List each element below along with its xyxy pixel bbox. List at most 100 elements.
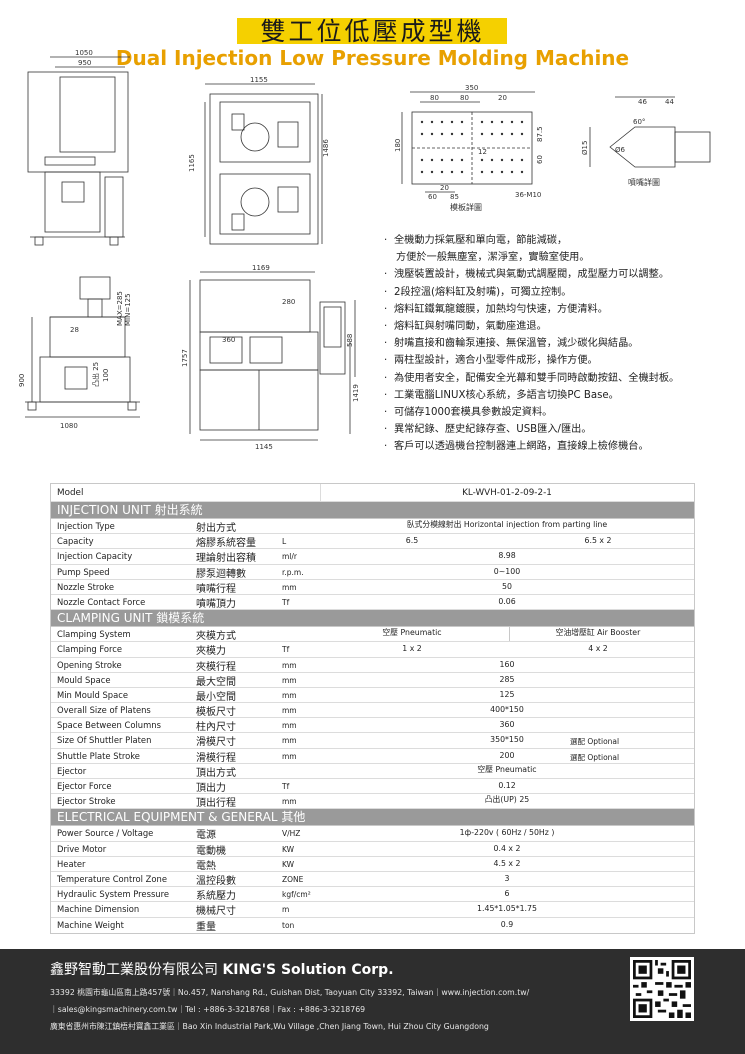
dim-80a: 80 xyxy=(430,94,439,102)
address-taiwan: 33392 桃園市龜山區南上路457號｜No.457, Nanshang Rd.… xyxy=(50,988,530,997)
table-row: Size Of Shuttler Platen 滑模尺寸 mm 350*150 … xyxy=(51,733,694,749)
table-row: Overall Size of Platens 模板尺寸 mm 400*150 xyxy=(51,703,694,719)
title-chinese: 雙工位低壓成型機 xyxy=(260,17,485,46)
table-row: Heater 電熱 KW 4.5 x 2 xyxy=(51,857,694,872)
dim-360: 360 xyxy=(222,336,235,344)
model-label: Model xyxy=(57,488,84,498)
feature-item: ·洩壓裝置設計，機械式與氣動式調壓閥，成型壓力可以調整。 xyxy=(384,269,670,281)
dim-60b: 60 xyxy=(428,193,437,201)
dim-min-125: MIN=125 xyxy=(124,293,132,326)
table-row: Temperature Control Zone 溫控段數 ZONE 3 xyxy=(51,872,694,888)
model-row: Model KL-WVH-01-2-09-2-1 xyxy=(51,484,694,502)
dim-phi15: Ø15 xyxy=(581,141,589,155)
dim-280: 280 xyxy=(282,298,295,306)
table-row: Opening Stroke 夾模行程 mm 160 xyxy=(51,658,694,673)
header: 雙工位低壓成型機 Dual Injection Low Pressure Mol… xyxy=(0,0,745,78)
feature-item: ·射嘴直接和齒輪泵連接、無保溫管，減少碳化與結晶。 xyxy=(384,338,639,350)
model-value: KL-WVH-01-2-09-2-1 xyxy=(462,488,552,498)
nozzle-detail-drawing xyxy=(589,96,711,168)
dim-1486: 1486 xyxy=(322,139,330,157)
dim-100: 100 xyxy=(102,369,110,382)
dim-44: 44 xyxy=(665,98,674,106)
dim-20b: 20 xyxy=(440,184,449,192)
feature-item: ·可儲存1000套模具參數設定資料。 xyxy=(384,407,553,419)
electrical-general-header: ELECTRICAL EQUIPMENT & GENERAL 其他 xyxy=(51,809,694,827)
table-row: Machine Weight 重量 ton 0.9 xyxy=(57,919,514,933)
injection-unit-header: INJECTION UNIT 射出系統 xyxy=(51,502,694,519)
feature-item: ·為使用者安全，配備安全光幕和雙手同時啟動按鈕、全機封板。 xyxy=(384,372,680,384)
dim-max-285: MAX=285 xyxy=(116,291,124,326)
dim-1169: 1169 xyxy=(252,264,270,272)
dim-bump-25: 凸出 25 xyxy=(91,362,100,387)
contact-line: ｜sales@kingsmachinery.com.tw｜Tel : +886-… xyxy=(50,1005,366,1014)
drawings-svg: 1050 950 1155 1165 1486 350 80 80 20 180… xyxy=(18,49,711,451)
table-row: Drive Motor 電動機 KW 0.4 x 2 xyxy=(51,842,694,857)
dim-1757: 1757 xyxy=(181,349,189,367)
dim-87-5: 87.5 xyxy=(536,126,544,142)
dim-phi6: Ø6 xyxy=(615,146,626,154)
dim-80b: 80 xyxy=(460,94,469,102)
dim-1080: 1080 xyxy=(60,422,78,430)
qr-code-icon xyxy=(630,957,694,1021)
dim-180: 180 xyxy=(394,139,402,152)
clamp-side-view-drawing xyxy=(25,276,140,418)
dim-36-m10: 36-M10 xyxy=(515,191,541,199)
feature-item: ·客戶可以透過機台控制器連上網路，直接線上檢修機台。 xyxy=(384,441,649,453)
dim-1165: 1165 xyxy=(188,154,196,172)
table-row: Clamping Force 夾模力 Tf 1 x 2 4 x 2 xyxy=(51,642,694,658)
dim-1419: 1419 xyxy=(352,384,360,402)
top-view-drawing xyxy=(204,83,323,245)
feature-item: ·工業電腦LINUX核心系統，多語言切換PC Base。 xyxy=(384,389,619,401)
table-row: Min Mould Space 最小空間 mm 125 xyxy=(51,688,694,704)
spec-table: Model KL-WVH-01-2-09-2-1 INJECTION UNIT … xyxy=(50,483,695,934)
technical-drawings: 1050 950 1155 1165 1486 350 80 80 20 180… xyxy=(10,42,740,452)
table-row: Hydraulic System Pressure 系統壓力 kgf/cm² 6 xyxy=(51,887,694,903)
company-name: 鑫野智動工業股份有限公司 KING'S Solution Corp. xyxy=(50,962,394,978)
dim-350: 350 xyxy=(465,84,478,92)
table-row: Mould Space 最大空間 mm 285 xyxy=(51,673,694,688)
table-row: Nozzle Contact Force 噴嘴頂力 Tf 0.06 xyxy=(51,595,694,611)
feature-item: ·熔料缸與射嘴同動，氣動座進退。 xyxy=(384,321,547,333)
dim-12: 12 xyxy=(478,148,487,156)
table-row: Nozzle Stroke 噴嘴行程 mm 50 xyxy=(51,580,694,595)
dim-60-degree: 60° xyxy=(633,118,645,126)
table-row: Machine Dimension 機械尺寸 m 1.45*1.05*1.75 xyxy=(51,902,694,918)
table-row: Injection Type 射出方式 臥式分模線射出 Horizontal i… xyxy=(51,519,694,535)
dim-20a: 20 xyxy=(498,94,507,102)
table-row: Shuttle Plate Stroke 滑模行程 mm 200 選配 Opti… xyxy=(51,749,694,764)
table-row: Power Source / Voltage 電源 V/HZ 1ф-220v (… xyxy=(51,826,694,842)
table-row: Ejector 頂出方式 空壓 Pneumatic xyxy=(51,764,694,779)
address-guangdong: 廣東省惠州市陳江鎮梧村寶鑫工業區｜Bao Xin Industrial Park… xyxy=(50,1022,489,1031)
dim-1145: 1145 xyxy=(255,443,273,451)
title-highlight-bar xyxy=(237,18,507,44)
feature-item: ·異常紀錄、歷史紀錄存查、USB匯入/匯出。 xyxy=(384,424,592,436)
mold-plate-drawing xyxy=(401,91,535,193)
dim-46: 46 xyxy=(638,98,647,106)
feature-item: ·全機動力採氣壓和單向電，節能減碳， xyxy=(384,235,568,246)
feature-item: 方便於一般無塵室，潔淨室，實驗室使用。 xyxy=(396,252,590,264)
dim-28: 28 xyxy=(70,326,79,334)
dim-900: 900 xyxy=(18,374,26,387)
dim-588: 588 xyxy=(346,334,354,347)
plate-holes xyxy=(420,120,524,174)
feature-item: ·兩柱型設計，適合小型零件成形，操作方便。 xyxy=(384,355,598,367)
table-row: Ejector Stroke 頂出行程 mm 凸出(UP) 25 xyxy=(51,794,694,810)
feature-item: ·熔料缸鐵氟龍鍍膜，加熱均勻快速，方便清料。 xyxy=(384,303,608,315)
table-row: Injection Capacity 理論射出容積 ml/r 8.98 xyxy=(51,549,694,565)
table-row: Space Between Columns 柱內尺寸 mm 360 xyxy=(51,718,694,734)
nozzle-detail-caption: 噴嘴詳圖 xyxy=(628,177,660,187)
footer: 鑫野智動工業股份有限公司 KING'S Solution Corp. 33392… xyxy=(0,949,745,1054)
table-row: Capacity 熔膠系統容量 L 6.5 6.5 x 2 xyxy=(51,534,694,550)
dim-1155: 1155 xyxy=(250,76,268,84)
side-view-drawing xyxy=(27,56,130,246)
table-row: Pump Speed 膠泵迴轉數 r.p.m. 0~100 xyxy=(51,565,694,580)
title-english: Dual Injection Low Pressure Molding Mach… xyxy=(115,46,630,70)
dim-85: 85 xyxy=(450,193,459,201)
dim-950: 950 xyxy=(78,59,91,67)
table-row: Ejector Force 頂出力 Tf 0.12 xyxy=(51,779,694,795)
feature-item: ·2段控溫(熔料缸及射嘴)，可獨立控制。 xyxy=(384,286,572,298)
dim-60a: 60 xyxy=(536,155,544,164)
dim-1050: 1050 xyxy=(75,49,93,57)
table-row: Clamping System 夾模方式 空壓 Pneumatic 空油增壓缸 … xyxy=(51,627,694,643)
plate-detail-caption: 模板詳圖 xyxy=(450,202,482,212)
